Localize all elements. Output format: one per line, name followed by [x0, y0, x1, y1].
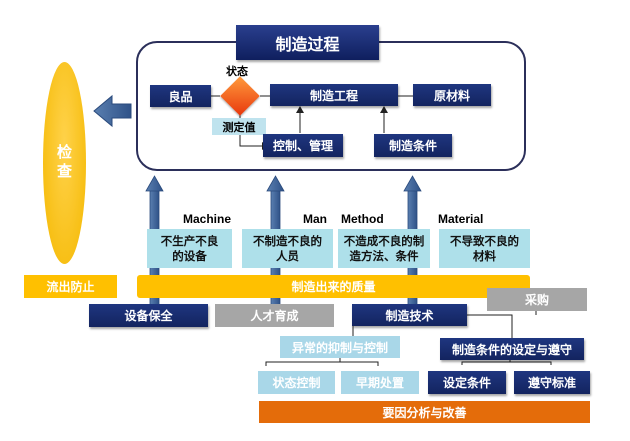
cause-method-box: 不造成不良的制造方法、条件	[338, 229, 430, 268]
state-control-box: 状态控制	[258, 371, 335, 394]
early-handling-box: 早期处置	[341, 371, 419, 394]
purchasing-box: 采购	[487, 288, 587, 311]
control-management-box: 控制、管理	[263, 134, 343, 157]
talent-development-box: 人才育成	[215, 304, 334, 327]
category-man: Man	[303, 212, 327, 226]
factor-analysis-bar: 要因分析与改善	[259, 401, 590, 423]
category-method: Method	[341, 212, 384, 226]
connector-conditions-children	[461, 361, 552, 365]
inspection-ellipse: 检查	[43, 62, 86, 264]
outflow-prevention-bar: 流出防止	[24, 275, 117, 298]
connector-abnormal-children	[265, 361, 379, 366]
follow-standards-box: 遵守标准	[514, 371, 590, 394]
manufacturing-process-box: 制造工程	[270, 84, 398, 106]
built-in-quality-bar: 制造出来的质量	[137, 275, 530, 298]
equipment-maintenance-box: 设备保全	[89, 304, 208, 327]
set-conditions-box: 设定条件	[428, 371, 506, 394]
connector-measure-control	[239, 133, 262, 147]
measured-value-box: 测定值	[212, 118, 266, 135]
category-machine: Machine	[183, 212, 232, 226]
good-product-box: 良品	[150, 85, 211, 107]
inspection-label: 检查	[55, 144, 73, 182]
cause-material-box: 不导致不良的材料	[439, 229, 530, 268]
cause-machine-box: 不生产不良的设备	[147, 229, 232, 268]
cause-man-box: 不制造不良的人员	[242, 229, 333, 268]
category-material: Material	[438, 212, 484, 226]
status-label: 状态	[226, 65, 248, 78]
manufacturing-tech-box: 制造技术	[352, 304, 467, 326]
manufacturing-conditions-box: 制造条件	[374, 134, 452, 157]
page-title: 制造过程	[236, 25, 379, 60]
condition-setting-box: 制造条件的设定与遵守	[440, 338, 584, 360]
raw-material-box: 原材料	[413, 84, 491, 106]
inspection-arrow	[93, 94, 132, 128]
connector-tech-conditions	[466, 314, 513, 338]
abnormality-control-box: 异常的抑制与控制	[280, 336, 400, 358]
